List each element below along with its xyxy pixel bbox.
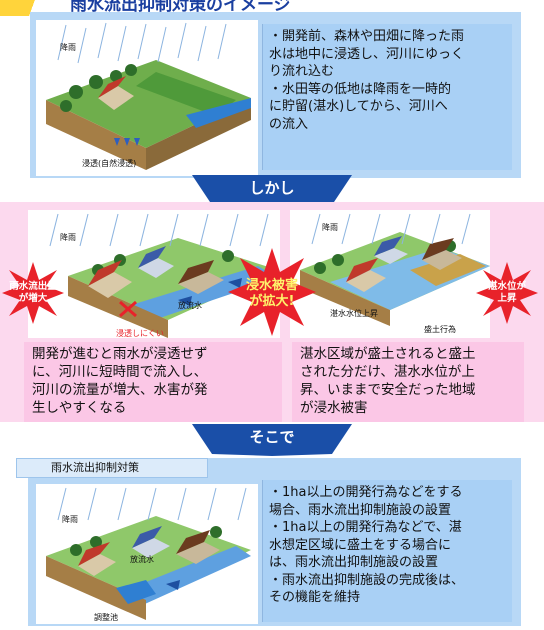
middle-right-rain-label: 降雨 (322, 223, 338, 232)
connector-label: しかし (249, 179, 295, 197)
middle-right-line: が浸水被害 (300, 400, 368, 416)
bottom-line: 場合、雨水流出抑制施設の設置 (269, 502, 452, 518)
predevelopment-illustration (36, 20, 258, 176)
bottom-line: 水想定区域に盛土をする場合に (269, 537, 452, 553)
middle-left-line: 開発が進むと雨水が浸透せず (32, 346, 208, 362)
top-line: に貯留(湛水)してから、河川へ (269, 99, 448, 114)
top-description: ・開発前、森林や田畑に降った雨 水は地中に浸透し、河川にゆっく り流れ込む ・水… (262, 24, 512, 170)
discharge-label: 放流水 (178, 301, 202, 310)
development-description: 開発が進むと雨水が浸透せず に、河川に短時間で流入し、 河川の流量が増大、水害が… (24, 342, 282, 422)
bottom-line: ・雨水流出抑制施設の完成後は、 (269, 572, 465, 588)
countermeasure-illustration (36, 484, 258, 624)
burst-line: 浸水被害 (245, 278, 298, 293)
middle-left-line: 生しやすくなる (32, 400, 127, 416)
middle-right-line: 昇、いままで安全だった地域 (300, 382, 476, 398)
waterlevel-rise-label: 湛水水位上昇 (330, 309, 378, 318)
top-rain-label: 降雨 (60, 43, 76, 52)
flood-damage-burst: 浸水被害 が拡大! (228, 248, 316, 336)
middle-left-rain-label: 降雨 (60, 233, 76, 242)
middle-right-line: 湛水区域が盛土されると盛土 (300, 346, 476, 362)
bottom-line: ・1ha以上の開発行為などをする (269, 485, 463, 500)
middle-right-line: された分だけ、湛水水位が上 (300, 364, 475, 380)
top-line: ・開発前、森林や田畑に降った雨 (269, 29, 465, 44)
waterlevel-rise-burst: 湛水位が 上昇 (476, 262, 538, 324)
top-line: 水は地中に浸透し、河川にゆっく (269, 46, 465, 62)
hard-infiltration-label: 浸透しにくい (116, 329, 164, 338)
infiltration-label: 浸透(自然浸透) (82, 159, 137, 168)
top-line: ・水田等の低地は降雨を一時的 (269, 81, 452, 97)
page-title: 雨水流出抑制対策のイメージ (70, 0, 291, 15)
bottom-line: その機能を維持 (269, 590, 361, 605)
bottom-discharge-label: 放流水 (130, 555, 154, 564)
top-line: り流れ込む (269, 64, 335, 79)
countermeasure-description: ・1ha以上の開発行為などをする 場合、雨水流出抑制施設の設置 ・1ha以上の開… (262, 480, 512, 622)
burst-line: 湛水位が (487, 281, 526, 292)
title-bar (0, 0, 544, 12)
burst-line: が拡大! (249, 294, 295, 309)
section-label: 雨水流出抑制対策 (16, 458, 208, 478)
fill-label: 盛土行為 (424, 325, 456, 334)
outflow-increase-burst: 雨水流出量 が増大 (2, 262, 64, 324)
middle-left-line: に、河川に短時間で流入し、 (32, 364, 208, 380)
connector-label: そこで (249, 428, 295, 446)
bottom-line: は、雨水流出抑制施設の設置 (269, 555, 439, 570)
burst-line: 上昇 (497, 293, 517, 304)
bottom-rain-label: 降雨 (62, 515, 78, 524)
embankment-description: 湛水区域が盛土されると盛土 された分だけ、湛水水位が上 昇、いままで安全だった地… (292, 342, 524, 422)
top-line: の流入 (269, 116, 309, 132)
connector-arrow-shape (192, 424, 352, 456)
development-illustration (28, 210, 280, 338)
burst-line: が増大 (18, 293, 48, 304)
burst-line: 雨水流出量 (9, 281, 57, 292)
bottom-line: ・1ha以上の開発行為などで、湛 (269, 520, 462, 535)
connector-therefore: そこで (192, 422, 352, 456)
pond-label: 調整池 (94, 613, 118, 622)
middle-left-line: 河川の流量が増大、水害が発 (32, 382, 208, 398)
embankment-illustration (290, 210, 490, 338)
